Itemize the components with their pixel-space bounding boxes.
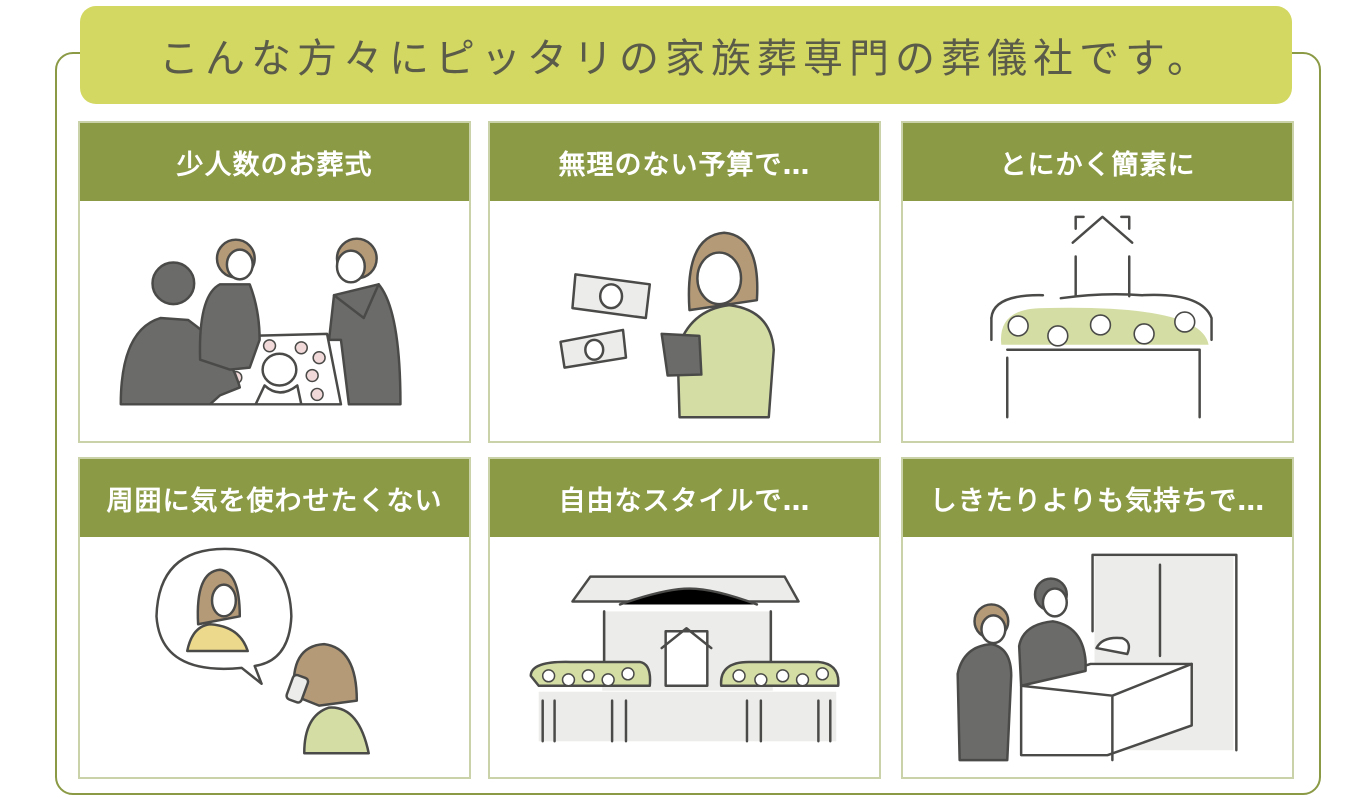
card-feelings-over-custom: しきたりよりも気持ちで… [901, 457, 1294, 779]
card-title: 少人数のお葬式 [176, 149, 373, 181]
altar-with-flowers-icon [990, 215, 1213, 419]
title-banner: こんな方々にピッタリの家族葬専門の葬儀社です。 [80, 6, 1292, 104]
couple-at-coffin-illustration [903, 537, 1292, 777]
temple-altar-illustration [490, 537, 879, 777]
card-small-funeral: 少人数のお葬式 [78, 121, 471, 443]
card-title: 無理のない予算で… [558, 149, 811, 181]
temple-altar-icon [529, 575, 840, 743]
banner-title: こんな方々にピッタリの家族葬専門の葬儀社です。 [159, 36, 1213, 82]
card-title: 自由なスタイルで… [558, 485, 811, 517]
phone-call-icon [155, 547, 370, 755]
card-simple: とにかく簡素に [901, 121, 1294, 443]
card-no-burden-on-others: 周囲に気を使わせたくない [78, 457, 471, 779]
card-header: とにかく簡素に [903, 123, 1292, 201]
card-reasonable-budget: 無理のない予算で… [488, 121, 881, 443]
card-header: 自由なスタイルで… [490, 459, 879, 537]
family-around-coffin-icon [119, 237, 402, 406]
money-and-tablet-icon [559, 231, 775, 419]
card-title: とにかく簡素に [999, 149, 1196, 181]
couple-at-coffin-icon [956, 553, 1238, 762]
family-around-coffin-illustration [80, 201, 469, 441]
card-header: 周囲に気を使わせたくない [80, 459, 469, 537]
woman-with-tablet-illustration [490, 201, 879, 441]
card-header: 無理のない予算で… [490, 123, 879, 201]
phone-call-illustration [80, 537, 469, 777]
card-header: 少人数のお葬式 [80, 123, 469, 201]
card-header: しきたりよりも気持ちで… [903, 459, 1292, 537]
card-free-style: 自由なスタイルで… [488, 457, 881, 779]
simple-altar-illustration [903, 201, 1292, 441]
card-title: しきたりよりも気持ちで… [929, 485, 1266, 517]
card-title: 周囲に気を使わせたくない [106, 485, 443, 517]
